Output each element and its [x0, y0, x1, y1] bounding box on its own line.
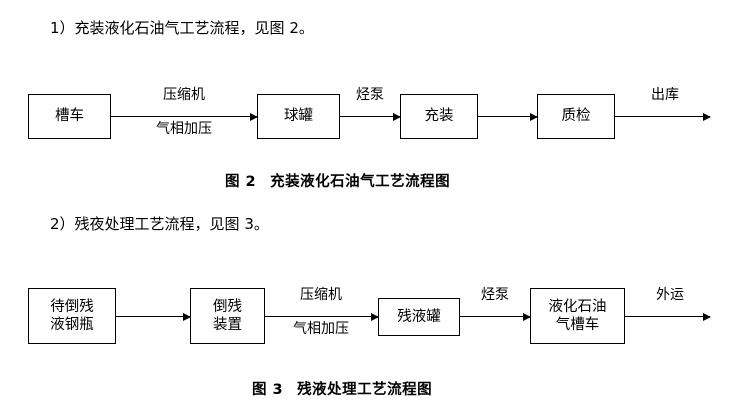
paragraph-2: 2）残夜处理工艺流程，见图 3。 [50, 215, 269, 233]
figure-2-caption: 图 2 充装液化石油气工艺流程图 [225, 170, 450, 191]
figure-3-title: 残液处理工艺流程图 [297, 382, 433, 398]
diagram1-arrow-label-5: 出库 [651, 87, 679, 103]
diagram1-node-4-label: 质检 [561, 108, 591, 125]
diagram1-node-2: 球罐 [257, 94, 340, 139]
diagram2-node-4: 液化石油 气槽车 [530, 288, 625, 344]
figure-3-caption: 图 3 残液处理工艺流程图 [252, 378, 432, 399]
diagram2-node-2-line1: 倒残 [213, 298, 242, 315]
diagram2-node-2: 倒残 装置 [190, 288, 265, 344]
diagram2-node-4-line2: 气槽车 [555, 317, 600, 333]
figure-2-title: 充装液化石油气工艺流程图 [270, 174, 451, 190]
flow-diagram-1: 槽车 球罐 充装 质检 压缩机 气相加压 烃泵 出库 [0, 80, 737, 150]
diagram2-arrow-2 [265, 316, 378, 318]
diagram2-node-2-line2: 装置 [213, 317, 242, 333]
diagram1-node-1: 槽车 [28, 94, 111, 139]
flow-diagram-2: 待倒残 液钢瓶 倒残 装置 残液罐 液化石油 气槽车 压缩机 气相加压 烃泵 外… [0, 276, 737, 356]
diagram2-node-4-line1: 液化石油 [548, 298, 607, 315]
diagram2-arrow-label-2-line2: 气相加压 [293, 321, 349, 337]
diagram2-node-1-line1: 待倒残 [50, 298, 94, 315]
diagram2-node-3-label: 残液罐 [397, 308, 441, 325]
diagram1-node-3-label: 充装 [424, 108, 454, 125]
diagram1-arrow-label-2: 烃泵 [356, 87, 384, 103]
diagram1-arrow-2 [340, 116, 400, 118]
figure-3-number: 图 3 [252, 382, 284, 398]
figure-2-number: 图 2 [225, 174, 257, 190]
diagram1-arrow-1 [111, 116, 257, 118]
diagram1-node-2-label: 球罐 [284, 108, 313, 125]
diagram2-node-3: 残液罐 [378, 298, 460, 336]
diagram2-arrow-3 [460, 316, 530, 318]
diagram2-arrow-1 [116, 316, 190, 318]
diagram2-arrow-label-4: 外运 [656, 287, 684, 303]
diagram2-arrow-label-2-line1: 压缩机 [300, 287, 342, 303]
diagram2-node-1-line2: 液钢瓶 [50, 317, 94, 333]
diagram1-arrow-label-1-line2: 气相加压 [156, 121, 212, 137]
diagram2-node-1: 待倒残 液钢瓶 [28, 288, 116, 344]
diagram1-arrow-label-1-line1: 压缩机 [163, 87, 205, 103]
diagram2-arrow-4 [625, 316, 710, 318]
diagram1-arrow-4 [615, 116, 710, 118]
diagram1-node-4: 质检 [537, 94, 615, 139]
diagram2-arrow-label-3: 烃泵 [481, 287, 509, 303]
diagram1-arrow-3 [478, 116, 537, 118]
paragraph-1: 1）充装液化石油气工艺流程，见图 2。 [50, 19, 314, 37]
diagram1-node-1-label: 槽车 [55, 108, 84, 125]
